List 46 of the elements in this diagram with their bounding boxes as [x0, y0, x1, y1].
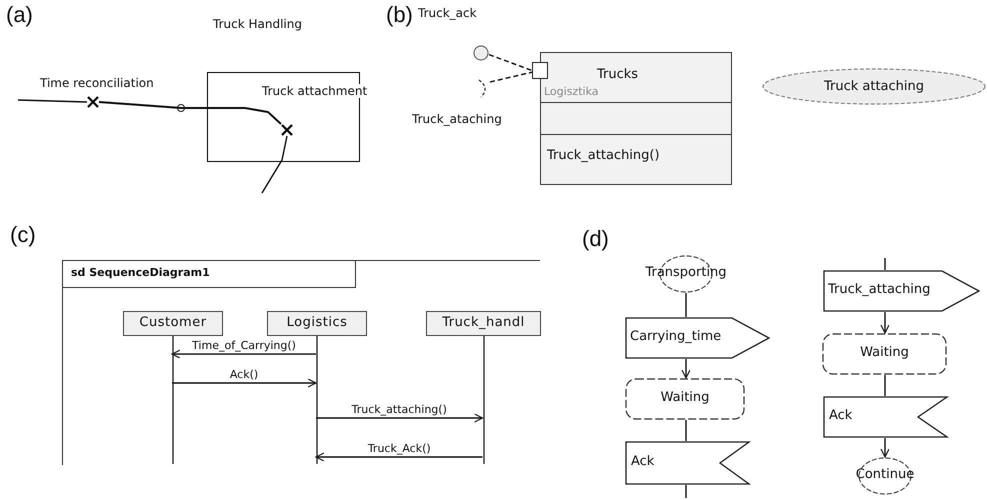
class-name: Trucks	[597, 67, 638, 82]
panel-label: (b)	[386, 2, 413, 28]
message-arrow	[172, 378, 317, 388]
state-label: Waiting	[660, 390, 710, 405]
message-arrow	[315, 452, 482, 462]
node-caption: Time reconciliation	[40, 76, 154, 90]
signal-label: Truck_attaching	[828, 282, 930, 297]
panel-label: (d)	[582, 226, 609, 252]
path-segment	[261, 136, 288, 194]
operation-label: Truck_attaching()	[547, 148, 660, 163]
message-arrow	[316, 413, 484, 423]
package-label: Logisztika	[544, 85, 598, 98]
component-heading: Truck Handling	[213, 17, 302, 31]
connector-line	[490, 72, 532, 83]
flow-line	[685, 420, 687, 441]
message-label: Truck_Ack()	[366, 442, 433, 456]
state-label: Waiting	[859, 345, 910, 360]
lifeline-head: Customer	[123, 311, 223, 336]
flow-line	[685, 485, 687, 498]
path-segment	[18, 99, 88, 103]
node-caption: Truck_ataching	[412, 112, 502, 126]
signal-label: Carrying_time	[630, 329, 722, 344]
flow-arrow	[681, 359, 691, 379]
panel-label: (a)	[6, 2, 33, 28]
node-caption: Truck_ack	[418, 6, 477, 20]
flow-arrow	[880, 438, 890, 458]
message-arrow	[171, 350, 316, 359]
flow-line	[884, 375, 886, 396]
signal-label: Ack	[631, 454, 654, 469]
message-label: Time_of_Carrying()	[190, 339, 298, 352]
lifeline-head: Logistics	[267, 311, 367, 336]
flow-line	[685, 293, 687, 317]
use-case-label: Truck attaching	[822, 78, 926, 94]
flow-arrow	[880, 312, 890, 334]
path-segment	[98, 101, 282, 125]
lifeline-head: Truck_handl	[426, 311, 541, 336]
connector-line	[488, 54, 532, 72]
frame-heading: sd SequenceDiagram1	[63, 261, 356, 288]
class-box	[540, 52, 732, 185]
flow-line	[884, 258, 886, 270]
message-label: Truck_attaching()	[350, 403, 449, 416]
port-square	[532, 62, 548, 79]
node-caption: Truck attachment	[262, 84, 368, 98]
panel-label: (c)	[10, 222, 36, 248]
signal-label: Ack	[829, 408, 852, 423]
message-label: Ack()	[228, 368, 260, 381]
